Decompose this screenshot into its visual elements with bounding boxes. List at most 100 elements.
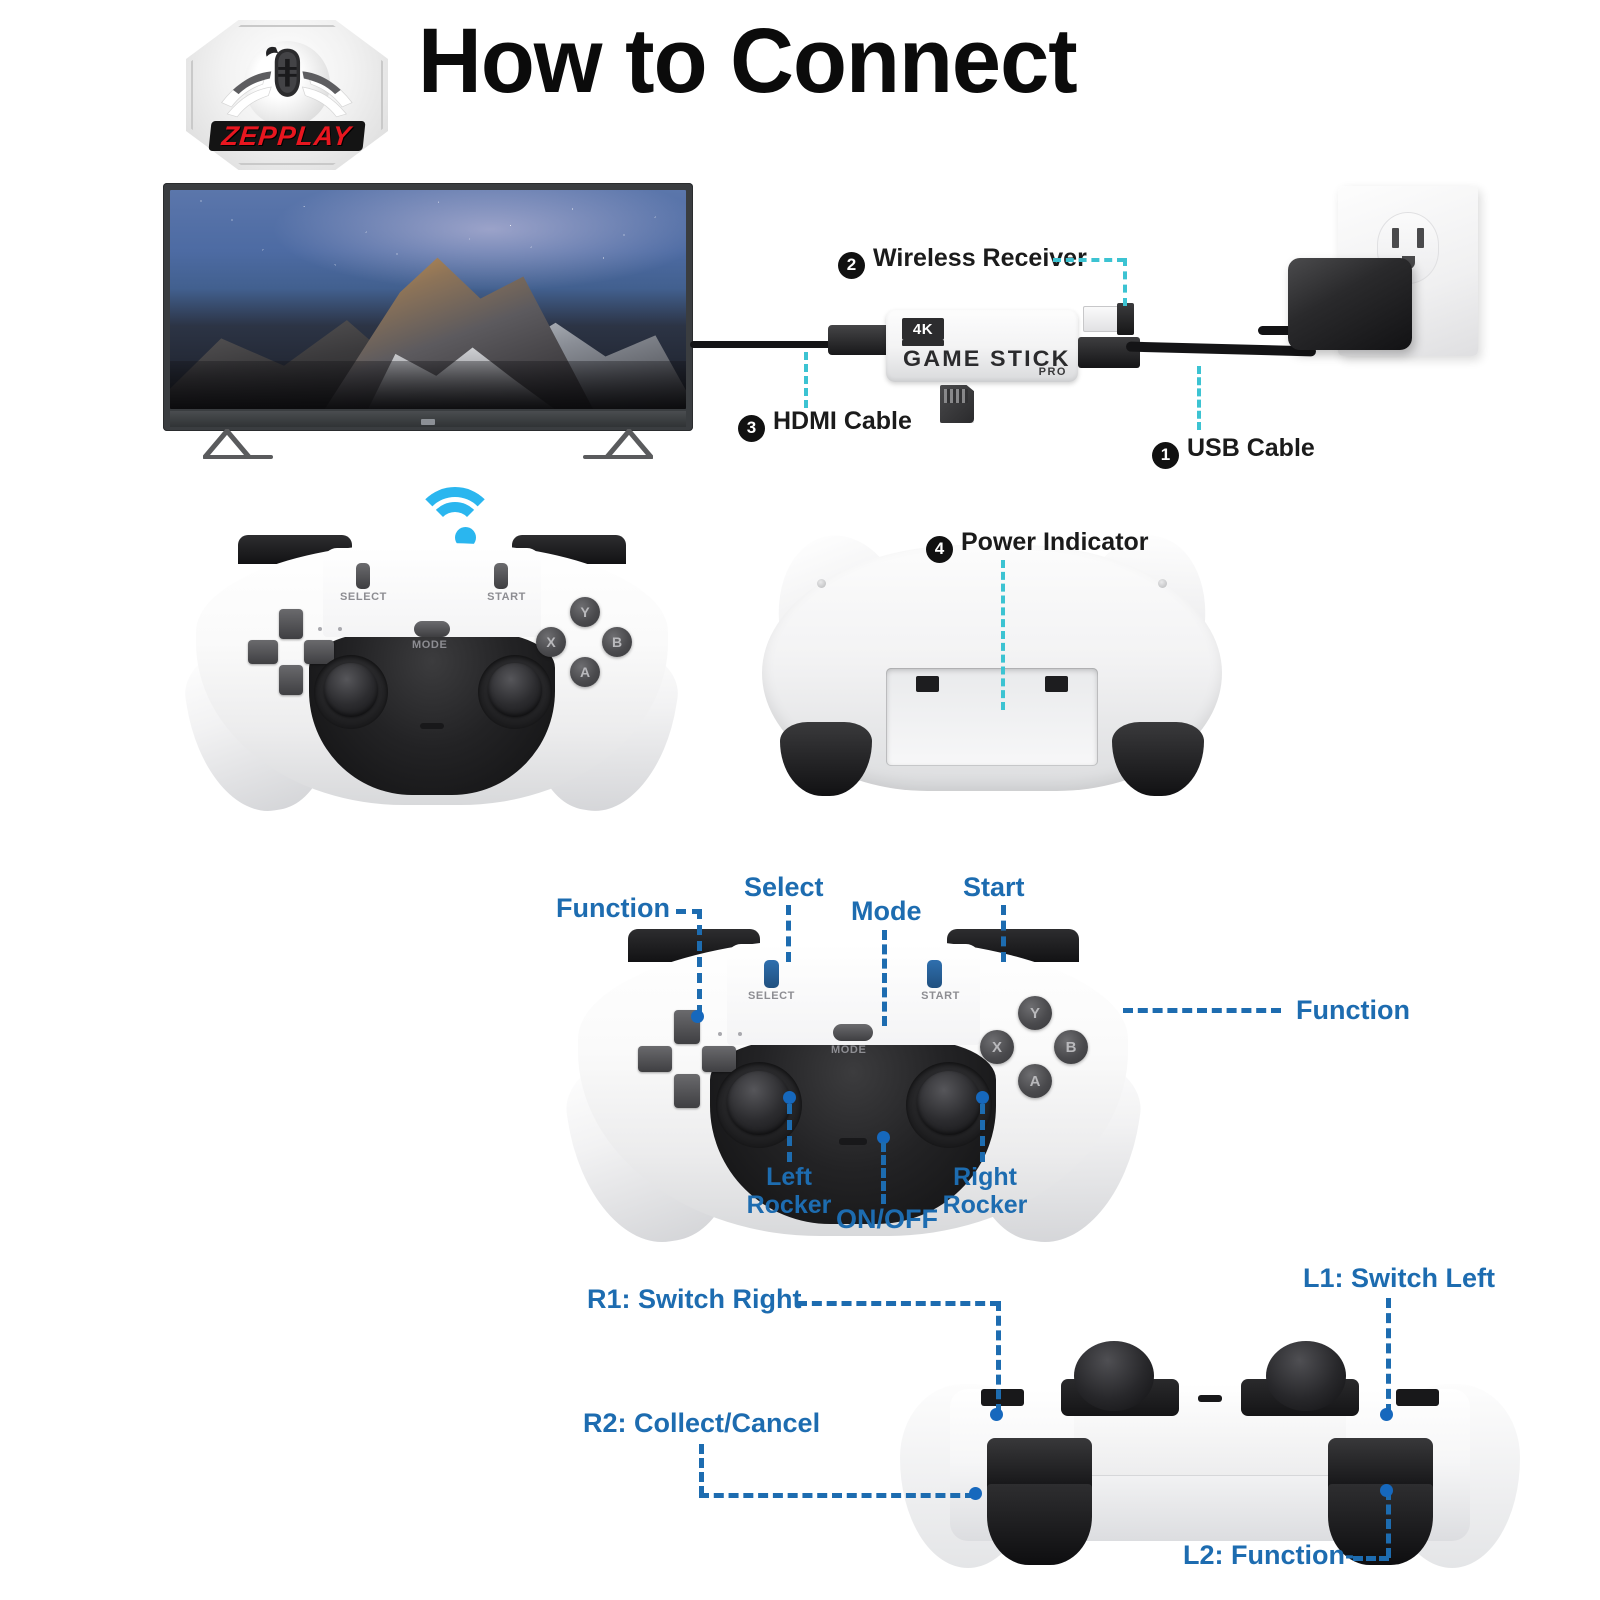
map-mode-button [833,1024,873,1041]
map-start-label: START [921,990,960,1002]
dot-l2 [1380,1484,1393,1497]
wifi-dot [454,527,476,548]
dot-function-dpad [691,1010,704,1023]
callout-label-hdmi-cable: HDMI Cable [773,407,912,435]
leader-l1 [1386,1298,1391,1414]
resolution-badge: 4K [902,318,944,340]
dpad-down [279,665,303,695]
label-function-face: Function [1296,995,1410,1025]
left-stick-cap [324,663,378,717]
label-left-rocker-line1: Left [766,1163,812,1191]
button-x: X [536,627,566,657]
label-right-rocker-line2: Rocker [942,1191,1028,1219]
label-left-rocker: Left Rocker [730,1163,848,1219]
start-button-label: START [487,591,526,603]
label-left-rocker-line2: Rocker [746,1191,832,1219]
leader-line-wireless-receiver-v [1123,258,1127,306]
trigger-l2 [1327,1483,1434,1565]
label-r2: R2: Collect/Cancel [583,1408,821,1438]
hdmi-cable [690,341,835,348]
label-select: Select [744,872,824,902]
leader-line-wireless-receiver-h [1053,258,1125,262]
bumper-l1 [1327,1438,1434,1492]
callout-label-wireless-receiver: Wireless Receiver [873,244,1087,272]
map-left-stick-cap [727,1071,791,1135]
start-button [494,563,508,589]
map-mode-label: MODE [831,1044,867,1056]
leader-on-off [881,1142,886,1204]
game-stick-device: 4K GAME STICK PRO [886,310,1078,382]
select-button-label: SELECT [340,591,387,603]
leader-line-power-indicator [1001,560,1005,710]
button-y: Y [570,597,600,627]
map-select-label: SELECT [748,990,795,1002]
hdmi-connector [828,325,890,355]
battery-contact-right [1044,675,1069,692]
tv-wallpaper-foreground [170,360,686,409]
trigger-r2 [986,1483,1093,1565]
leader-function-face [1123,1008,1281,1013]
map-button-a: A [1018,1064,1052,1098]
label-mode: Mode [851,896,922,926]
zepplay-logo: ZEPPLAY [186,20,388,170]
controller-front-view: Y X B A SELECT START MODE [179,535,685,821]
map-select-button [764,960,779,988]
controller-back-trigger-left [780,722,873,796]
microsd-card [940,385,974,423]
leader-select [786,905,791,962]
callout-number-badge-2: 2 [838,251,865,279]
wifi-arc-middle [428,502,482,556]
top-left-stick [1073,1340,1155,1411]
controller-back-trigger-right [1111,722,1204,796]
button-a: A [570,657,600,687]
map-face-buttons: Y X B A [970,996,1094,1120]
leader-l2-v [1386,1490,1391,1558]
power-adapter [1288,258,1412,350]
power-switch [420,723,444,729]
map-start-button [927,960,942,988]
back-screw-left [817,579,827,589]
leader-r1-v [996,1301,1001,1414]
tv-screen [170,190,686,409]
label-on-off: ON/OFF [836,1204,938,1234]
dot-l1 [1380,1408,1393,1421]
usb-cable [1125,341,1317,357]
button-b: B [602,627,632,657]
top-face-nub-right [1396,1389,1440,1406]
leader-r2-h [699,1493,975,1498]
label-right-rocker: Right Rocker [923,1163,1047,1219]
map-button-x: X [980,1030,1014,1064]
dot-right-rocker [976,1091,989,1104]
logo-knight-helmet-icon [265,46,300,97]
dpad [248,609,334,695]
controller-top-view [900,1330,1520,1600]
dpad-up [279,609,303,639]
leader-line-hdmi [804,352,808,408]
battery-compartment [886,668,1098,767]
dot-on-off [877,1131,890,1144]
outlet-slot-left [1392,228,1399,248]
device-name: GAME STICK [903,346,1071,371]
logo-wings-icon [221,71,353,118]
leader-function-dpad-h [676,909,702,914]
wifi-arc-outer [413,487,497,571]
callout-wireless-receiver: 2 Wireless Receiver [838,244,1087,279]
select-button [356,563,370,589]
callout-number-badge-1: 1 [1152,441,1179,469]
callout-number-badge-4: 4 [926,535,953,563]
tv-stand [203,429,653,459]
top-center-nub [1198,1394,1222,1402]
map-dpad-right [702,1046,736,1072]
label-start: Start [963,872,1025,902]
leader-l2-h [1353,1556,1389,1561]
logo-octagon-border [191,25,383,165]
top-right-stick [1265,1340,1347,1411]
leader-mode [882,930,887,1026]
right-stick-cap [488,663,542,717]
wireless-receiver-tip [1117,303,1134,335]
back-screw-right [1157,579,1167,589]
top-dpad-nub-left [980,1389,1024,1406]
dpad-left [248,640,278,664]
